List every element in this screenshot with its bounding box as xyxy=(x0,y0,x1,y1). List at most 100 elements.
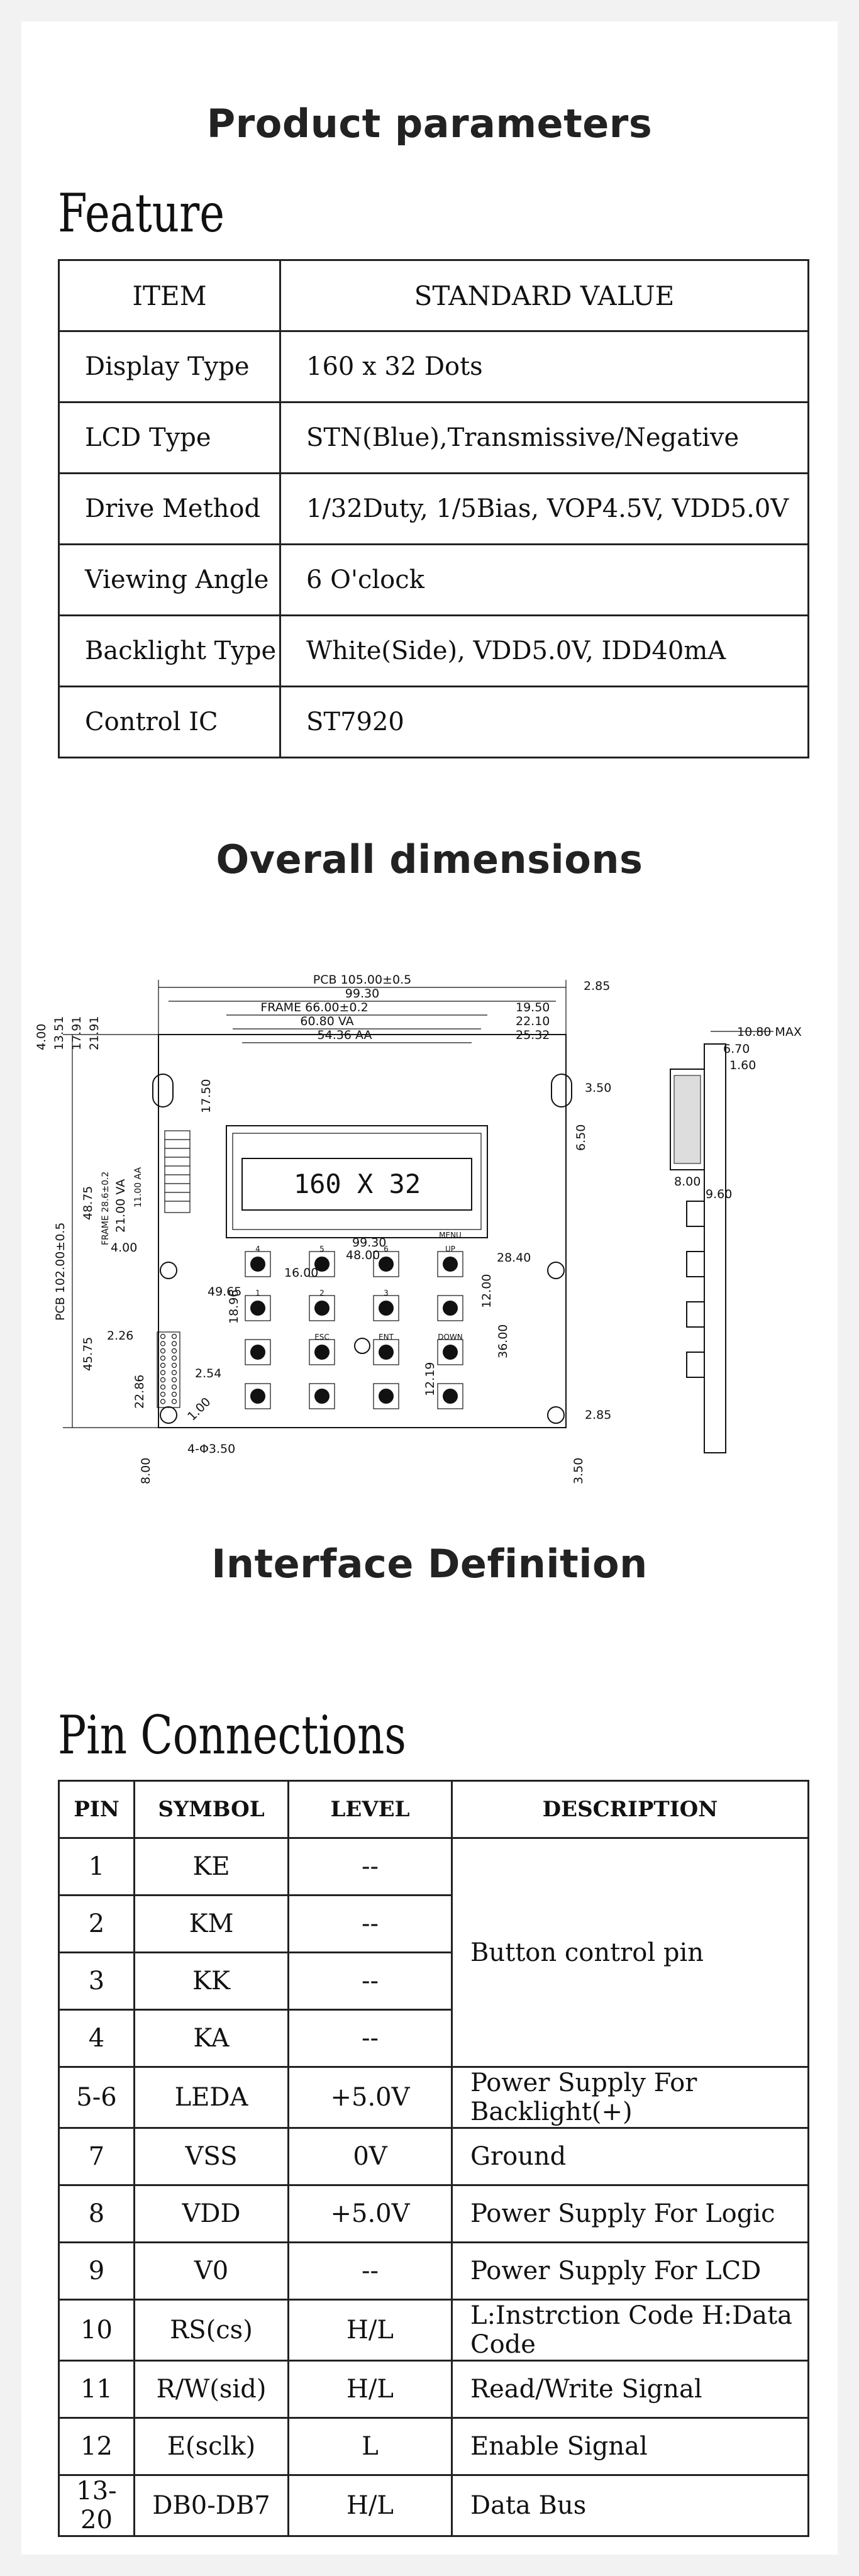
key-label: 1 xyxy=(255,1289,260,1297)
pin-symbol-cell: KM xyxy=(133,1894,289,1953)
key-label: 5 xyxy=(319,1245,324,1253)
header-pin xyxy=(171,1333,177,1340)
dim-k1600: 16.00 xyxy=(284,1266,318,1280)
lcd-active-area xyxy=(241,1158,472,1211)
pin-level-cell: -- xyxy=(287,1951,453,2011)
pin-header-level: LEVEL xyxy=(287,1780,453,1839)
dim-l400: 4.00 xyxy=(35,1024,48,1050)
pin-number-cell: 3 xyxy=(58,1951,135,2011)
key-button xyxy=(373,1383,399,1409)
dim-pcb-height: PCB 102.00±0.5 xyxy=(53,1223,67,1321)
header-pin xyxy=(171,1377,177,1383)
pin-level-cell: H/L xyxy=(287,2474,453,2537)
dim-r1950: 19.50 xyxy=(516,1001,550,1014)
pin-header-description: DESCRIPTION xyxy=(451,1780,809,1839)
dim-k1200: 12.00 xyxy=(480,1274,494,1308)
pin-symbol-cell: R/W(sid) xyxy=(133,2360,289,2419)
dim-l1791: 17.91 xyxy=(70,1016,84,1050)
key-button xyxy=(437,1339,463,1365)
dim-hole: 4-Φ3.50 xyxy=(187,1442,235,1456)
header-pin xyxy=(160,1377,166,1383)
pin-symbol-cell: KK xyxy=(133,1951,289,2011)
pin-number-cell: 1 xyxy=(58,1837,135,1896)
pin-level-cell: H/L xyxy=(287,2360,453,2419)
dim-va-width: 60.80 VA xyxy=(300,1014,353,1028)
feature-header-value: STANDARD VALUE xyxy=(279,259,809,332)
header-pin xyxy=(171,1355,177,1361)
pin-header xyxy=(157,1331,180,1408)
pin-level-cell: +5.0V xyxy=(287,2184,453,2243)
dim-pcb-width: PCB 105.00±0.5 xyxy=(313,973,411,987)
dim-k3600: 36.00 xyxy=(496,1324,510,1358)
display-text: 160 X 32 xyxy=(294,1169,421,1199)
pin-number-cell: 8 xyxy=(58,2184,135,2243)
pin-description-cell: Power Supply For Logic xyxy=(451,2184,809,2243)
feature-header-item: ITEM xyxy=(58,259,281,332)
pin-description-cell: Ground xyxy=(451,2127,809,2186)
header-pin xyxy=(160,1384,166,1390)
pin-level-cell: L xyxy=(287,2417,453,2476)
mount-hole xyxy=(354,1338,370,1354)
pin-level-cell: -- xyxy=(287,1894,453,1953)
dim-s800: 8.00 xyxy=(674,1175,701,1189)
mount-hole xyxy=(160,1262,177,1279)
dim-h2286: 22.86 xyxy=(133,1375,147,1409)
dim-k1896: 18.96 xyxy=(227,1290,241,1324)
pin-description-cell: Read/Write Signal xyxy=(451,2360,809,2419)
key-label: ENT xyxy=(379,1333,394,1341)
dim-s160: 1.60 xyxy=(729,1058,756,1072)
dim-99: 99.30 xyxy=(345,987,379,1001)
key-button xyxy=(309,1383,335,1409)
key-label: UP xyxy=(445,1245,455,1253)
key-button xyxy=(437,1295,463,1321)
dim-br285: 2.85 xyxy=(585,1408,611,1422)
dim-r2210: 22.10 xyxy=(516,1014,550,1028)
pin-description-cell: Enable Signal xyxy=(451,2417,809,2476)
pin-number-cell: 9 xyxy=(58,2241,135,2301)
pin-header-symbol: SYMBOL xyxy=(133,1780,289,1839)
pin-number-cell: 10 xyxy=(58,2299,135,2362)
dim-frame-height: FRAME 28.6±0.2 xyxy=(101,1172,111,1245)
feature-value-cell: STN(Blue),Transmissive/Negative xyxy=(279,401,809,474)
lcd-view-area xyxy=(232,1133,482,1230)
key-button xyxy=(373,1339,399,1365)
key-button xyxy=(373,1295,399,1321)
pin-symbol-cell: VSS xyxy=(133,2127,289,2186)
pin-number-cell: 7 xyxy=(58,2127,135,2186)
pin-level-cell: H/L xyxy=(287,2299,453,2362)
feature-value-cell: 6 O'clock xyxy=(279,543,809,616)
pin-connections-title: Pin Connections xyxy=(58,1704,406,1766)
dim-p100: 1.00 xyxy=(185,1395,213,1423)
feature-item-cell: Drive Method xyxy=(58,472,281,545)
pin-description-cell: L:Instrction Code H:Data Code xyxy=(451,2299,809,2362)
dim-l226: 2.26 xyxy=(107,1329,133,1343)
pin-symbol-cell: E(sclk) xyxy=(133,2417,289,2476)
header-pin xyxy=(160,1391,166,1397)
mount-hole xyxy=(547,1262,565,1279)
header-pin xyxy=(171,1399,177,1404)
dim-v1750: 17.50 xyxy=(199,1079,213,1113)
pin-description-cell: Button control pin xyxy=(451,1837,809,2068)
header-pin xyxy=(160,1355,166,1361)
header-pin xyxy=(171,1341,177,1346)
mount-hole xyxy=(160,1406,177,1424)
pin-description-cell: Power Supply For Backlight(+) xyxy=(451,2066,809,2129)
dim-s670: 6.70 xyxy=(723,1042,750,1056)
dim-b350: 3.50 xyxy=(572,1458,585,1484)
header-pin xyxy=(160,1341,166,1346)
pin-symbol-cell: KE xyxy=(133,1837,289,1896)
dim-l1351: 13.51 xyxy=(52,1016,66,1050)
pcb-outline xyxy=(158,1034,567,1428)
